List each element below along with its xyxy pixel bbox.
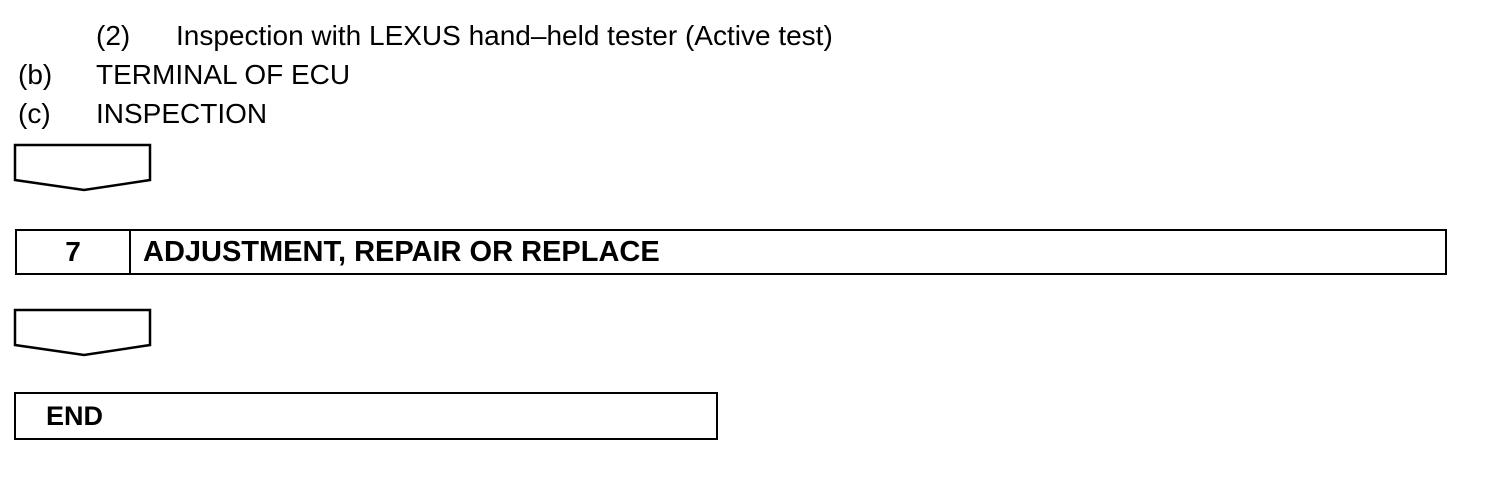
sub-step-text: INSPECTION: [96, 98, 268, 129]
step-title: ADJUSTMENT, REPAIR OR REPLACE: [143, 236, 660, 268]
flow-arrow-down-icon: [12, 307, 152, 359]
sub-step-marker: (c): [18, 98, 51, 129]
sub-step-marker: (b): [18, 59, 53, 90]
sub-step-marker: (2): [96, 20, 131, 51]
step-number: 7: [17, 231, 131, 273]
repair-step-box: 7 ADJUSTMENT, REPAIR OR REPLACE: [15, 229, 1447, 275]
sub-step-text: Inspection with LEXUS hand–held tester (…: [176, 20, 833, 51]
flow-arrow-down-icon: [12, 142, 152, 194]
end-box: END: [14, 392, 718, 440]
end-label: END: [46, 401, 104, 431]
sub-step-text: TERMINAL OF ECU: [96, 59, 351, 90]
